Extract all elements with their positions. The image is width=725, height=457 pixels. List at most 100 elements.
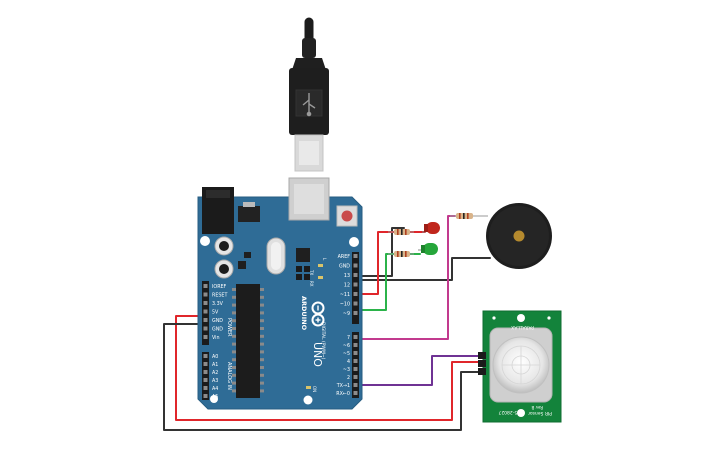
header-pin[interactable] bbox=[203, 386, 208, 390]
pin-label: 5V bbox=[212, 310, 219, 316]
header-pin[interactable] bbox=[203, 354, 208, 358]
header-pin[interactable] bbox=[353, 263, 358, 268]
header-pin[interactable] bbox=[203, 326, 208, 331]
pin-label: 2 bbox=[347, 375, 350, 381]
label-led-tx: TX bbox=[309, 269, 314, 275]
chip-leg bbox=[260, 373, 264, 377]
usb-cable bbox=[289, 17, 329, 172]
label-led-rx: RX bbox=[309, 281, 314, 287]
led-resistor-red bbox=[388, 229, 414, 235]
pin-label: ~6 bbox=[343, 343, 350, 349]
usb-icon bbox=[302, 93, 316, 117]
header-pin[interactable] bbox=[353, 351, 358, 355]
chip-leg bbox=[232, 342, 236, 346]
chip-leg bbox=[232, 327, 236, 330]
header-pin[interactable] bbox=[203, 301, 208, 305]
header-pin[interactable] bbox=[203, 362, 208, 366]
chip-leg bbox=[232, 373, 236, 377]
pin-label: ~9 bbox=[343, 311, 350, 317]
chip-leg bbox=[232, 311, 236, 315]
pin-label: RX←0 bbox=[336, 391, 350, 397]
pir-rev-label: Rev B bbox=[531, 405, 543, 410]
chip-leg bbox=[232, 358, 236, 362]
pin-label: A5 bbox=[212, 394, 218, 400]
header-pin[interactable] bbox=[203, 309, 208, 314]
buzzer-resistor bbox=[450, 213, 488, 219]
pin-label: 4 bbox=[347, 359, 350, 365]
pin-label: TX→1 bbox=[336, 383, 350, 389]
chip-leg bbox=[232, 389, 236, 393]
wire-gnd-buzzer bbox=[355, 257, 491, 281]
chip-leg bbox=[232, 381, 236, 385]
power-header-label: POWER bbox=[226, 318, 232, 337]
header-pin[interactable] bbox=[203, 335, 208, 339]
chip-leg bbox=[232, 295, 236, 299]
wire-5v bbox=[175, 315, 485, 421]
pin-label: A1 bbox=[212, 362, 218, 368]
header-pin[interactable] bbox=[203, 318, 208, 322]
pin-label: 3.3V bbox=[212, 301, 224, 307]
chip-leg bbox=[232, 334, 236, 338]
chip-leg bbox=[260, 334, 264, 338]
header-pin[interactable] bbox=[353, 335, 358, 339]
pir-name-label: PIR Sensor bbox=[528, 410, 552, 416]
chip-leg bbox=[260, 288, 264, 291]
header-pin[interactable] bbox=[353, 375, 358, 379]
chip-leg bbox=[260, 342, 264, 346]
pin-label: GND bbox=[339, 264, 350, 270]
chip-leg bbox=[260, 358, 264, 362]
pin-label: A0 bbox=[212, 354, 218, 360]
wire-pin12 bbox=[355, 231, 426, 295]
led-resistor-green bbox=[388, 251, 414, 257]
header-pin[interactable] bbox=[353, 282, 358, 287]
pir-sensor: PARALLAX 555-28027 PIR Sensor Rev B bbox=[478, 310, 562, 423]
header-pin[interactable] bbox=[203, 292, 208, 297]
chip-leg bbox=[232, 366, 236, 369]
digital-header-bottom bbox=[352, 332, 359, 398]
arduino-logo-icon bbox=[311, 301, 325, 327]
chip-leg bbox=[260, 389, 264, 393]
led-green bbox=[418, 243, 438, 255]
header-pin[interactable] bbox=[353, 359, 358, 363]
header-pin[interactable] bbox=[203, 394, 208, 398]
header-pin[interactable] bbox=[203, 284, 208, 288]
analog-header-label: ANALOG IN bbox=[226, 362, 232, 390]
pin-label: Vin bbox=[212, 335, 220, 341]
wire-pin10 bbox=[355, 253, 421, 311]
chip-leg bbox=[260, 366, 264, 369]
chip-leg bbox=[260, 350, 264, 354]
pin-label: AREF bbox=[338, 254, 351, 260]
chip-leg bbox=[260, 381, 264, 385]
header-pin[interactable] bbox=[353, 292, 358, 296]
chip-leg bbox=[232, 319, 236, 323]
brand-label: ARDUINO bbox=[300, 296, 308, 331]
header-pin[interactable] bbox=[353, 343, 358, 347]
header-pin[interactable] bbox=[353, 311, 358, 315]
digital-header-top bbox=[352, 252, 359, 324]
pir-top-label: PARALLAX bbox=[511, 324, 534, 330]
header-pin[interactable] bbox=[203, 378, 208, 382]
pin-label: A4 bbox=[212, 386, 218, 392]
pin-label: A3 bbox=[212, 378, 218, 384]
header-pin[interactable] bbox=[353, 367, 358, 371]
header-pin[interactable] bbox=[203, 370, 208, 374]
header-pin[interactable] bbox=[353, 301, 358, 306]
pin-label: RESET bbox=[212, 293, 227, 299]
header-pin[interactable] bbox=[353, 383, 358, 387]
header-pin[interactable] bbox=[353, 254, 358, 258]
chip-leg bbox=[260, 319, 264, 323]
pin-label: GND bbox=[212, 327, 223, 333]
pin-label: 7 bbox=[347, 335, 350, 341]
chip-leg bbox=[260, 295, 264, 299]
chip-leg bbox=[232, 303, 236, 307]
header-pin[interactable] bbox=[353, 273, 358, 277]
pin-label: ~10 bbox=[340, 302, 350, 308]
chip-leg bbox=[260, 303, 264, 307]
pin-label: 12 bbox=[344, 283, 350, 289]
pin-label: ~11 bbox=[340, 292, 350, 298]
arduino-board: L TX RX ON ARDUINO UNO IOREFRESET3.3V5VG… bbox=[197, 177, 363, 410]
analog-header bbox=[202, 352, 209, 400]
header-pin[interactable] bbox=[353, 391, 358, 395]
